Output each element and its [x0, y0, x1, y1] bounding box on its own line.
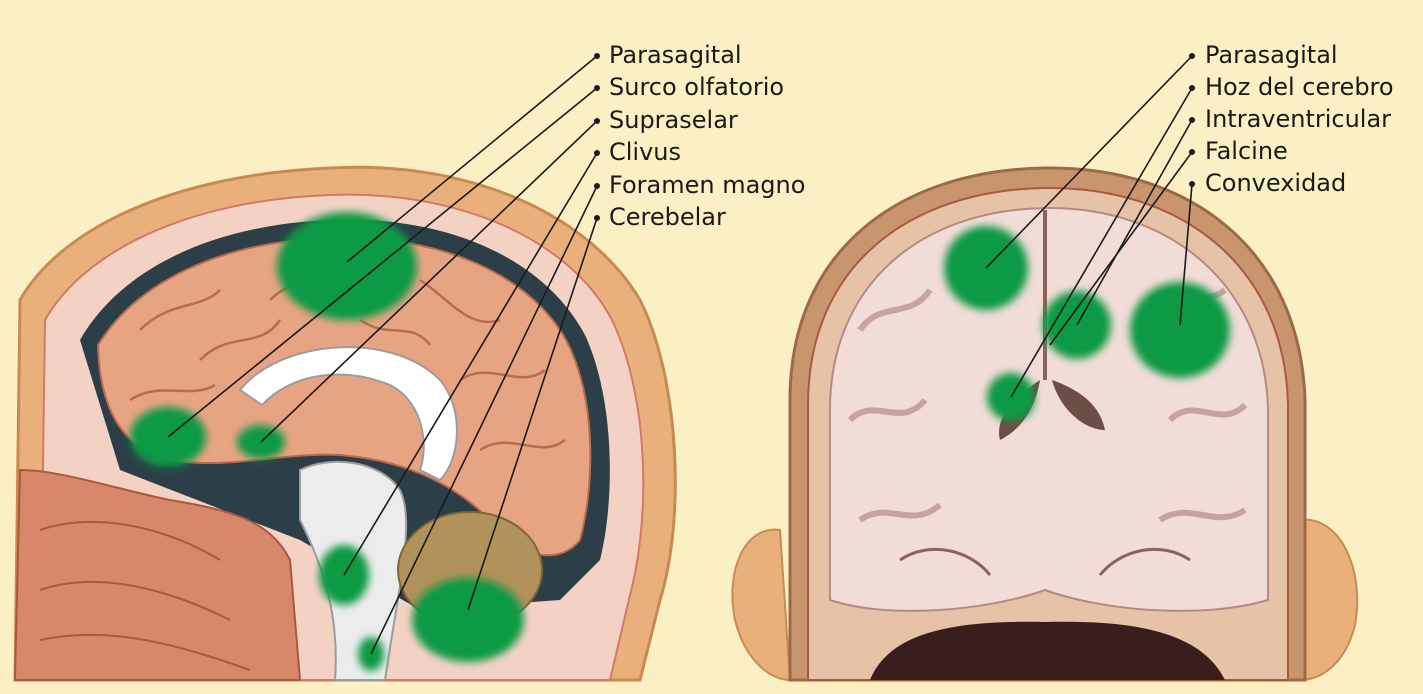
label-dot [1189, 53, 1195, 59]
label-parasagital-coronal: Parasagital [1205, 41, 1338, 69]
label-dot [594, 150, 600, 156]
coronal-lower-cavity [870, 621, 1225, 680]
label-dot [594, 85, 600, 91]
sagittal-head-section [13, 165, 677, 682]
label-convexidad: Convexidad [1205, 169, 1347, 197]
sagittal-corpus-callosum [238, 346, 458, 482]
label-dot [594, 118, 600, 124]
leader-falcine [1049, 151, 1193, 346]
leader-parasagital-sagittal [346, 55, 598, 263]
label-surco-olfatorio: Surco olfatorio [609, 73, 785, 101]
coronal-temporal-folds [899, 547, 1191, 576]
coronal-left-ear [731, 528, 792, 682]
sagittal-tumor-markers [130, 212, 524, 671]
coronal-right-ear [1299, 518, 1359, 682]
label-falcine: Falcine [1205, 137, 1288, 165]
label-clivus: Clivus [609, 138, 682, 166]
label-foramen-magno: Foramen magno [609, 171, 806, 199]
leader-hoz-del-cerebro [1010, 87, 1193, 398]
leader-lines [167, 55, 1193, 655]
label-dot [1189, 117, 1195, 123]
leader-clivus [343, 152, 598, 576]
tumor-convexidad [1130, 282, 1230, 378]
leader-foramen-magno [370, 185, 598, 655]
label-hoz-del-cerebro: Hoz del cerebro [1205, 73, 1394, 101]
coronal-head-section [731, 166, 1359, 682]
label-dot [594, 53, 600, 59]
label-cerebelar: Cerebelar [609, 203, 726, 231]
label-parasagital-sagittal: Parasagital [609, 41, 742, 69]
leader-convexidad [1179, 183, 1193, 326]
tumor-parasagital-sagittal [277, 212, 417, 320]
leader-intraventricular [1076, 119, 1193, 326]
label-dot [1189, 85, 1195, 91]
label-dot [594, 183, 600, 189]
leader-supraselar [260, 120, 598, 443]
label-supraselar: Supraselar [609, 106, 738, 134]
label-dot [594, 215, 600, 221]
label-intraventricular: Intraventricular [1205, 105, 1392, 133]
coronal-right-ventricle [1052, 380, 1105, 430]
leader-cerebelar [467, 217, 598, 611]
label-dot [1189, 149, 1195, 155]
leader-surco-olfatorio [167, 87, 598, 438]
tumor-cerebelar [412, 578, 524, 662]
leader-parasagital-coronal [985, 55, 1193, 269]
label-dot [1189, 181, 1195, 187]
coronal-tumor-markers [944, 226, 1230, 421]
sagittal-gyri [129, 264, 566, 452]
sagittal-face-folds [39, 520, 251, 671]
